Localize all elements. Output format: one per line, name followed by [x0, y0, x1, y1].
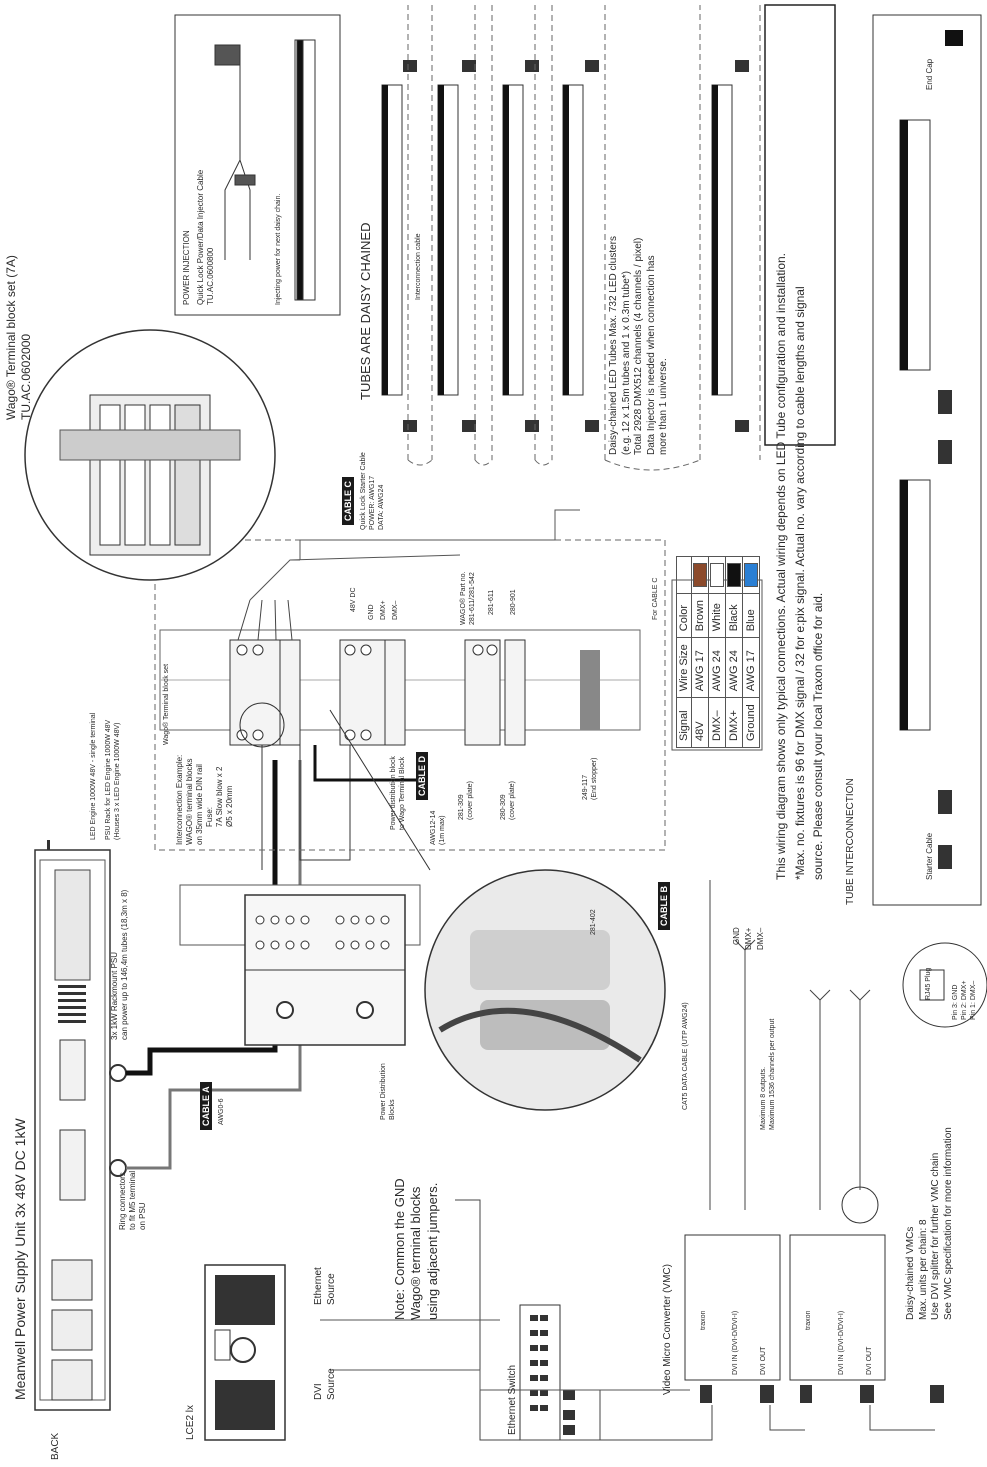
wago-terminal-block-drawing [59, 394, 241, 556]
starter-cable-label: Starter Cable [925, 832, 934, 880]
cable-d-awg: AWG12-14(1m max) [430, 810, 446, 845]
color-swatch-blue [744, 563, 758, 588]
vmc-label: Video Micro Converter (VMC) [662, 1264, 673, 1395]
color-swatch-black [727, 563, 741, 588]
wago-part-280-901: 280-901 [510, 589, 517, 615]
back-label: BACK [50, 1432, 61, 1460]
output-dmx-minus: DMX– [756, 927, 765, 950]
color-swatch-white [710, 563, 724, 588]
cable-c-table-caption: For CABLE C [652, 577, 659, 620]
output-dmx-plus: DMX+ [744, 927, 753, 950]
table-header-color: Color [676, 593, 692, 638]
table-header-wire-size: Wire Size [676, 637, 692, 698]
vmc-brand-2: traxon [805, 1310, 812, 1330]
interconnection-cable-label: Interconnection cable [415, 233, 422, 300]
cable-c-line [299, 509, 580, 560]
photo-texture [438, 930, 642, 1063]
color-swatch-brown [693, 563, 707, 588]
end-cap-label: End Cap [925, 58, 934, 90]
power-distribution-blocks [179, 884, 421, 1046]
page-title: Meanwell Power Supply Unit 3x 48V DC 1kW [12, 1118, 28, 1400]
wire-gnd: GND [368, 604, 375, 620]
tube-interconnection-title: TUBE INTERCONNECTION [845, 778, 856, 905]
wago-part-281-611: 281-611 [488, 589, 495, 615]
tube-interconnection-box [872, 14, 982, 906]
ethernet-switch [519, 1304, 561, 1441]
cable-d-badge: CABLE D [416, 752, 428, 800]
source-cables [320, 1319, 690, 1391]
cable-b-lines [455, 880, 871, 1441]
wago-set-label: Wago® Terminal block set [163, 663, 170, 745]
output-gnd: GND [732, 927, 741, 945]
tubes-daisy-chained-label: TUBES ARE DAISY CHAINED [358, 222, 373, 400]
cable-b-badge: CABLE B [658, 882, 670, 930]
part-281-402: 281-402 [590, 909, 597, 935]
vmc-dvi-out-2: DVI OUT [866, 1346, 873, 1375]
led-tubes [381, 60, 749, 432]
vmc-brand-1: traxon [700, 1310, 707, 1330]
rj45-title: RJ45 Plug [925, 967, 932, 1000]
power-injection-note: Injecting power for next daisy chain. [275, 193, 282, 305]
lce2-device [204, 1264, 286, 1441]
ethernet-switch-label: Ethernet Switch [507, 1364, 518, 1435]
cable-b-cat5: CAT5 DATA CABLE (UTP AWG24) [682, 1002, 689, 1110]
cable-a-badge: CABLE A [200, 1082, 212, 1130]
tube-dashed-groups [407, 5, 761, 471]
cable-c-badge: CABLE C [342, 477, 354, 525]
end-stopper-249-117: 249-117(End stopper) [582, 757, 598, 800]
rj45-magnifier [902, 942, 987, 1028]
wago-interconnection-example: Interconnection Example:WAGO® terminal b… [175, 754, 234, 845]
vmc-dvi-out-1: DVI OUT [760, 1346, 767, 1375]
notice-text: This wiring diagram shows only typical c… [774, 252, 826, 880]
din-rail-wago [159, 554, 641, 870]
vmc-dvi-in-1: DVI IN (DVI-D/DVI-I) [732, 1310, 739, 1375]
wire-dmx-minus: DMX– [392, 600, 399, 620]
daisy-chain-summary: Daisy-chained LED Tubes Max. 732 LED clu… [608, 236, 669, 455]
cover-plate-281-309: 281-309(cover plate) [458, 781, 474, 820]
cable-a-awg: AWG0-6 [218, 1098, 225, 1125]
wire-dmx-plus: DMX+ [380, 600, 387, 620]
table-header-swatch [676, 556, 692, 594]
outputs-note: Maximum 8 outputs.Maximum 1536 channels … [760, 1018, 776, 1130]
wago-part-numbers: WAGO® Part no.281-611/281-542 [460, 571, 476, 625]
injector-cable-drawing [214, 39, 316, 301]
lce2-label: LCE2 lx [185, 1404, 196, 1440]
vmc-units [520, 1234, 944, 1441]
interconnection-tubes [899, 30, 963, 869]
psu-rack [34, 840, 111, 1411]
table-header-signal: Signal [676, 697, 692, 748]
notice-box [764, 4, 836, 446]
power-injection-text: POWER INJECTION Quick Lock Power/Data In… [182, 169, 215, 305]
wire-48v: 48V DC [350, 587, 357, 612]
wago-terminal-title: Wago® Terminal block set (7A)TU.AC.06020… [4, 255, 33, 420]
cover-plate-280-309: 280-309(cover plate) [500, 781, 516, 820]
vmc-dvi-in-2: DVI IN (DVI-D/DVI-I) [838, 1310, 845, 1375]
